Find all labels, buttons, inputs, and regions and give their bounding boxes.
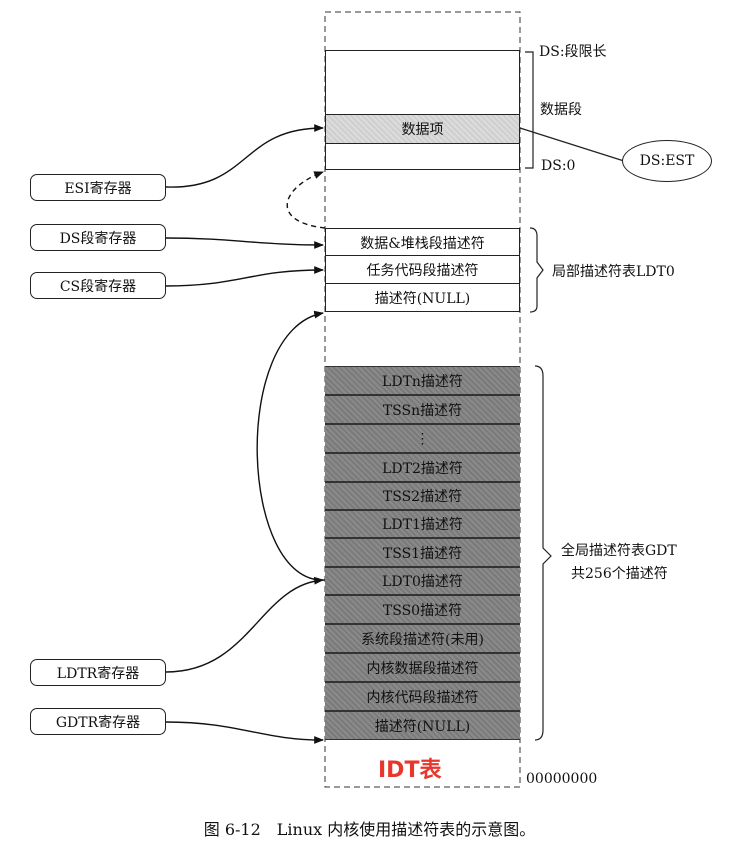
gdt-entry: 内核代码段描述符	[325, 682, 520, 711]
data-segment-upper	[325, 50, 520, 115]
gdt-bracket	[534, 365, 552, 741]
gdt-entry: LDT2描述符	[325, 453, 520, 482]
ds-zero-label: DS:0	[541, 158, 576, 174]
data-item-cell: 数据项	[325, 114, 520, 144]
ldt-entry: 数据&堆栈段描述符	[325, 228, 520, 257]
ds-est-label: DS:EST	[639, 153, 695, 169]
base-address-label: 00000000	[526, 771, 598, 787]
data-segment-label: 数据段	[540, 102, 582, 118]
gdt-side-label-line2: 共256个描述符	[571, 566, 668, 582]
ds-arrow	[165, 237, 324, 249]
ds-limit-label: DS:段限长	[539, 44, 607, 60]
gdt-entry: ⋮	[325, 424, 520, 453]
gdt-entry: 内核数据段描述符	[325, 653, 520, 682]
esi-arrow	[165, 124, 324, 188]
data-segment-bracket	[525, 51, 534, 169]
ldt-bracket	[529, 227, 544, 313]
gdt-entry: 描述符(NULL)	[325, 711, 520, 740]
cs-arrow	[165, 266, 324, 287]
ldtr-register: LDTR寄存器	[30, 659, 166, 686]
descriptor-to-segment-dashed-arrow	[286, 171, 326, 229]
gdt-table: LDTn描述符 TSSn描述符 ⋮ LDT2描述符 TSS2描述符 LDT1描述…	[325, 366, 520, 740]
gdt-entry: LDT0描述符	[325, 567, 520, 595]
gdt-entry: LDT1描述符	[325, 510, 520, 538]
gdt-entry: TSSn描述符	[325, 395, 520, 424]
esi-register: ESI寄存器	[30, 174, 166, 201]
ldt-table: 数据&堆栈段描述符 任务代码段描述符 描述符(NULL)	[325, 228, 520, 312]
idt-label: IDT表	[378, 758, 442, 783]
gdt-side-label-line1: 全局描述符表GDT	[561, 543, 677, 559]
ldt0-to-ldt-arrow	[256, 310, 326, 581]
gdt-entry: LDTn描述符	[325, 366, 520, 395]
gdt-entry: TSS2描述符	[325, 482, 520, 510]
gdtr-register: GDTR寄存器	[30, 708, 166, 735]
data-item-pointer-line	[519, 127, 625, 162]
ldt-entry: 描述符(NULL)	[325, 283, 520, 312]
ldtr-arrow	[165, 576, 324, 673]
figure-caption: 图 6-12 Linux 内核使用描述符表的示意图。	[203, 820, 536, 839]
gdt-entry: TSS1描述符	[325, 538, 520, 567]
ldt-side-label: 局部描述符表LDT0	[552, 264, 675, 280]
data-segment-lower	[325, 143, 520, 170]
data-item-label: 数据项	[401, 122, 444, 138]
gdt-entry: TSS0描述符	[325, 595, 520, 624]
ds-est-ellipse: DS:EST	[622, 140, 712, 182]
gdt-entry: 系统段描述符(未用)	[325, 624, 520, 653]
ds-register: DS段寄存器	[30, 224, 166, 251]
ldt-entry: 任务代码段描述符	[325, 255, 520, 285]
cs-register: CS段寄存器	[30, 272, 166, 299]
gdtr-arrow	[165, 721, 324, 744]
